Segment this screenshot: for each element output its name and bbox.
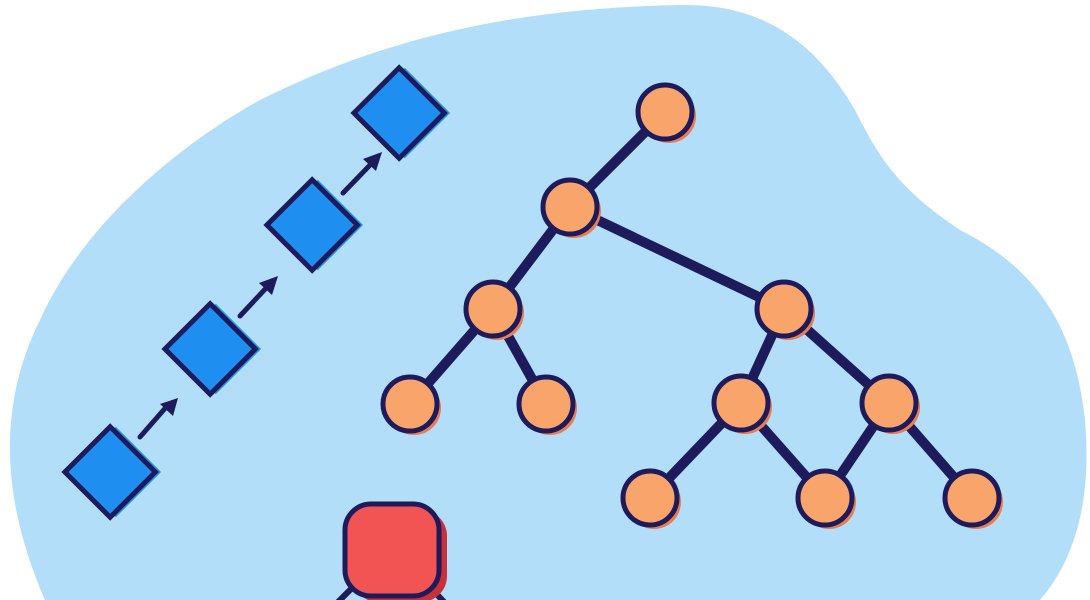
arrow-2 [237, 276, 278, 319]
arrow-3 [340, 152, 382, 196]
linked-list [61, 64, 451, 521]
list-node-4 [350, 64, 451, 162]
tree-node-n5 [859, 373, 920, 434]
tree-node-n2 [463, 279, 524, 340]
red-node [335, 501, 447, 600]
tree-node-leaf-b [516, 374, 577, 435]
list-node-1 [61, 423, 162, 521]
edge-n1-n3 [565, 202, 789, 314]
tree-node-root [635, 82, 696, 143]
linked-list-arrows [137, 152, 382, 440]
background-blob [9, 4, 1087, 600]
list-node-3 [263, 176, 364, 274]
tree-node-leaf-e [942, 468, 1003, 529]
tree-node-n3 [754, 279, 815, 340]
tree-node-leaf-a [380, 374, 441, 435]
tree-node-n4 [711, 373, 772, 434]
list-node-2 [161, 300, 262, 398]
tree-nodes [380, 82, 1003, 529]
arrow-1 [137, 398, 178, 440]
tree-node-leaf-d [795, 468, 856, 529]
tree-node-n1 [540, 177, 601, 238]
tree-node-leaf-c [620, 468, 681, 529]
